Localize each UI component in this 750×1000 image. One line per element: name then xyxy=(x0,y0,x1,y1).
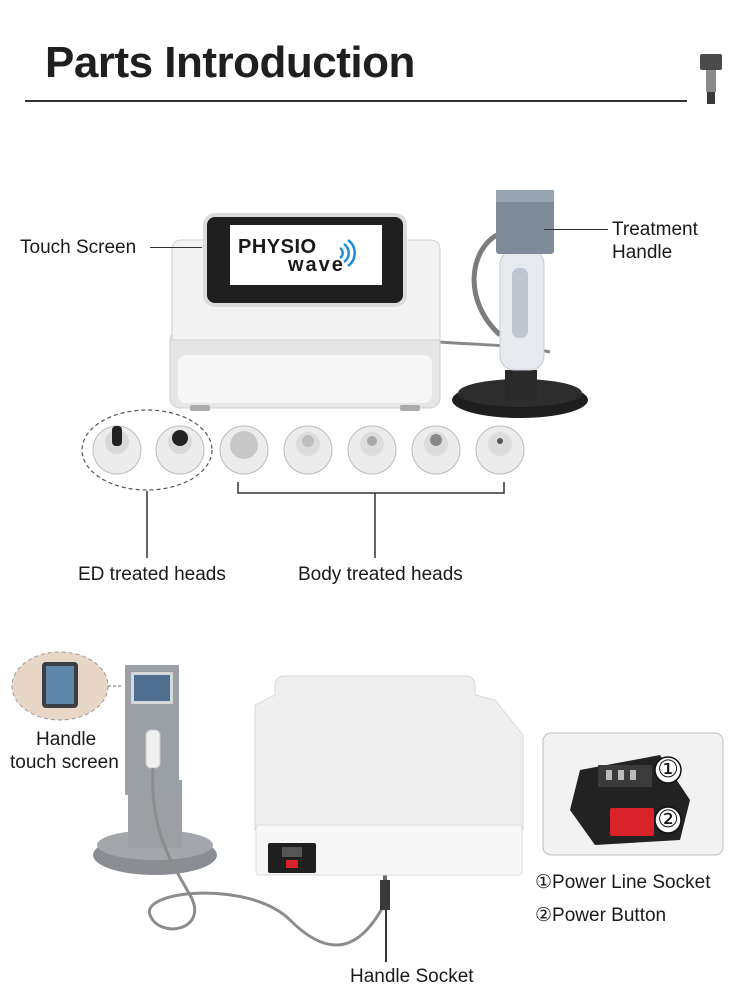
treatment-handle-label-line1: Treatment xyxy=(612,219,698,240)
device-brand-line2: wave xyxy=(288,254,345,276)
body-head-4 xyxy=(411,425,461,475)
page-title: Parts Introduction xyxy=(45,38,415,87)
body-head-1 xyxy=(219,425,269,475)
handle-touch-label-line2: touch screen xyxy=(10,752,119,773)
legend-text: Power Line Socket xyxy=(552,872,711,893)
device-brand-line1: PHYSIO xyxy=(238,236,317,258)
inset-marker-socket: ① xyxy=(657,756,679,783)
handle-socket-leader xyxy=(385,910,387,962)
treatment-handle-label-line2: Handle xyxy=(612,242,673,263)
ed-head-2 xyxy=(155,425,205,475)
body-head-5 xyxy=(475,425,525,475)
handle-socket-label: Handle Socket xyxy=(350,966,474,987)
ed-heads-label: ED treated heads xyxy=(78,564,226,585)
legend-item-power-socket: ①Power Line Socket xyxy=(535,871,710,894)
legend-text: Power Button xyxy=(552,905,667,926)
touch-screen-label: Touch Screen xyxy=(20,237,137,258)
treatment-handle-leader xyxy=(544,229,608,230)
legend-marker: ② xyxy=(535,905,553,926)
inset-marker-button: ② xyxy=(657,806,679,833)
body-head-3 xyxy=(347,425,397,475)
legend-item-power-button: ②Power Button xyxy=(535,904,666,927)
ed-head-1 xyxy=(92,425,142,475)
handle-touch-label-line1: Handle xyxy=(36,729,97,750)
legend-marker: ① xyxy=(535,872,553,893)
body-heads-label: Body treated heads xyxy=(298,564,463,585)
body-head-2 xyxy=(283,425,333,475)
touch-screen-leader xyxy=(150,247,202,248)
title-divider xyxy=(25,100,687,102)
